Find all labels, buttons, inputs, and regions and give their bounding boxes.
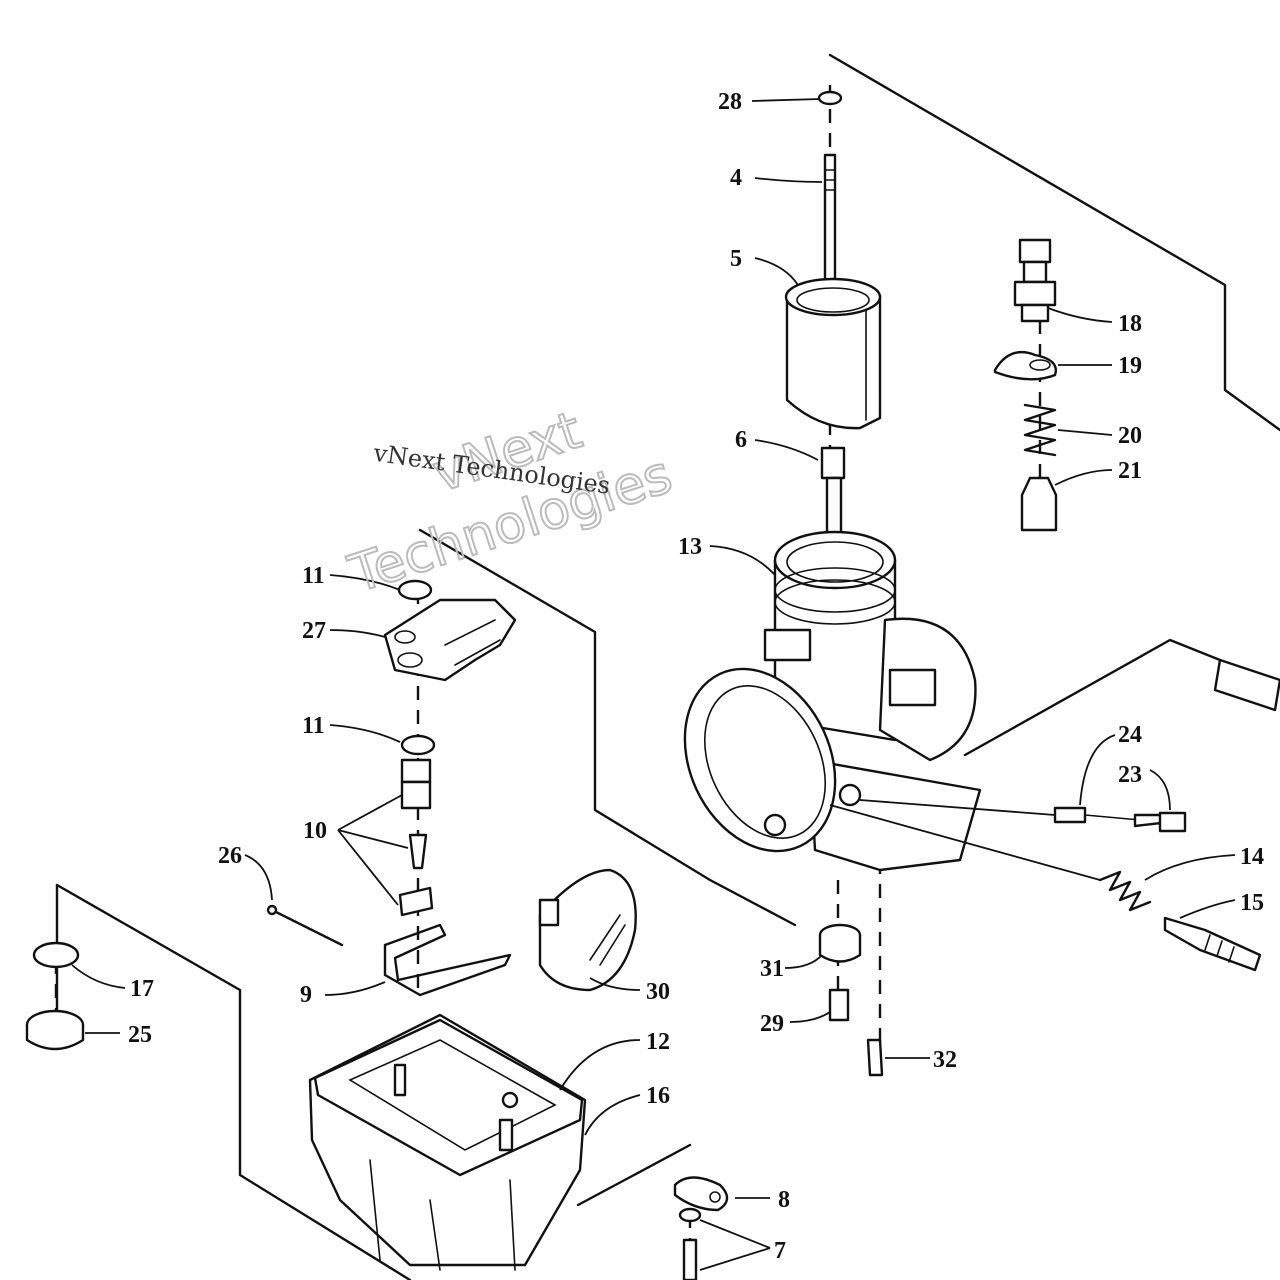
callout-5: 5 [730,246,742,272]
callout-20: 20 [1118,423,1142,449]
part-28-clip [817,90,843,106]
watermark: vNext Technologies [341,399,680,606]
callout-29: 29 [760,1011,784,1037]
part-31-jet-holder [818,923,862,963]
part-8-bracket [673,1176,729,1212]
part-29-main-jet [828,988,850,1022]
callout-28: 28 [718,89,742,115]
callout-24: 24 [1118,722,1142,748]
part-15-idle-screw [1163,916,1262,972]
callout-31: 31 [760,956,784,982]
callout-8: 8 [778,1187,790,1213]
callout-15: 15 [1240,890,1264,916]
part-18-pilot-air-jet [1013,238,1057,323]
callout-32: 32 [933,1047,957,1073]
callout-13: 13 [678,534,702,560]
callout-6: 6 [735,427,747,453]
callout-16: 16 [646,1083,670,1109]
callout-30: 30 [646,979,670,1005]
assembly-outline-center [418,528,797,927]
callout-labels: 28 4 5 6 13 18 19 20 21 11 27 11 10 26 9… [128,89,1264,1264]
part-30-float [538,868,637,992]
part-5-throttle-valve [784,277,882,430]
callout-4: 4 [730,165,742,191]
callout-18: 18 [1118,311,1142,337]
part-24-pilot-screw [1053,806,1141,824]
callout-11-upper: 11 [302,563,325,589]
callout-23: 23 [1118,762,1142,788]
part-offscreen-cylinder [1213,658,1280,712]
callout-10: 10 [303,818,327,844]
callout-27: 27 [302,618,326,644]
callout-9: 9 [300,982,312,1008]
callout-25: 25 [128,1022,152,1048]
callout-7: 7 [774,1238,786,1264]
part-21-plunger [1020,476,1058,532]
assembly-outline-right [828,53,1280,757]
callout-21: 21 [1118,458,1142,484]
callout-14: 14 [1240,844,1264,870]
part-14-spring [1098,870,1152,912]
callout-26: 26 [218,843,242,869]
callout-19: 19 [1118,353,1142,379]
part-10-needle-valve [398,758,434,917]
leader-lines [71,98,1236,1271]
part-17-circlip [32,941,80,969]
part-19-plate [993,350,1057,381]
part-7-screw [678,1207,702,1280]
part-11-washer-lower [400,734,436,756]
part-23-screw [1133,811,1187,833]
part-26-pin [266,904,344,947]
part-20-spring [1023,403,1057,457]
part-25-plug [25,1009,85,1051]
part-27-gasket-plate [383,598,517,682]
part-13-carburetor-body [683,530,982,872]
part-9-float-arm [383,923,512,997]
part-12-bowl-gasket [313,1018,584,1177]
callout-17: 17 [130,976,154,1002]
callout-12: 12 [646,1029,670,1055]
part-32-drain-screw [866,1038,884,1077]
callout-11-lower: 11 [302,713,325,739]
